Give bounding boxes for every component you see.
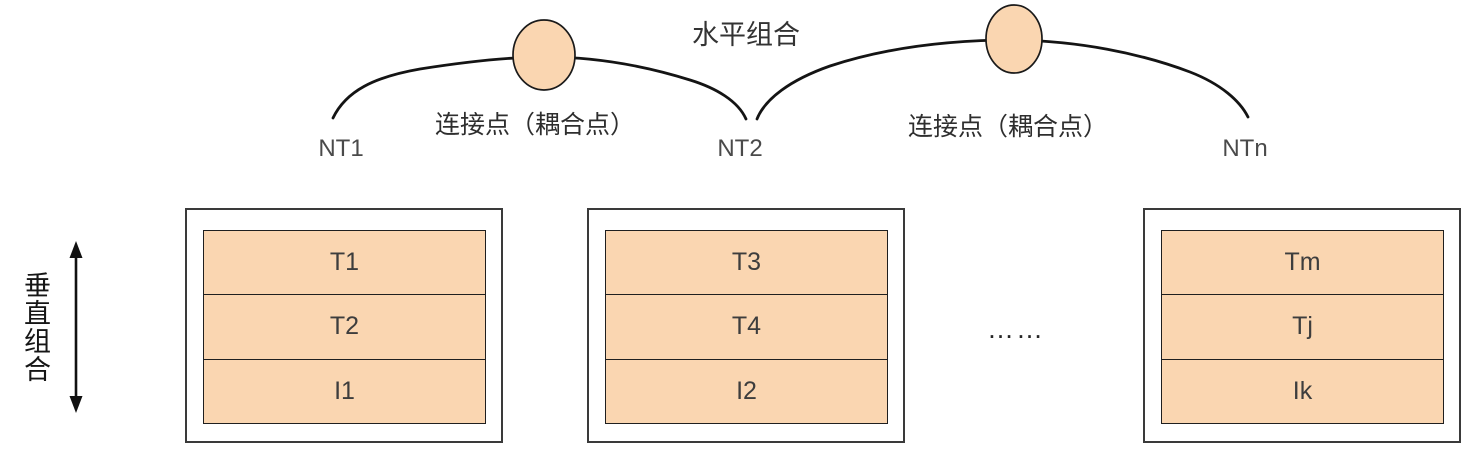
ellipsis-dots: …… [987,314,1045,344]
stack-inner-2: T3 T4 I2 [605,230,888,424]
stack-row: T4 [606,294,887,359]
stack-inner-1: T1 T2 I1 [203,230,486,424]
coupling-point-label-2: 连接点（耦合点） [907,113,1109,141]
horizontal-composition-title: 水平组合 [692,20,800,50]
coupling-point-circle-1 [512,19,576,91]
stack-box-2: T3 T4 I2 [587,208,905,443]
stack-row: Tm [1162,231,1443,295]
stack-box-1: T1 T2 I1 [185,208,503,443]
stack-box-3: Tm Tj Ik [1143,208,1461,443]
stack-inner-3: Tm Tj Ik [1161,230,1444,424]
node-label-nt2: NT2 [717,135,763,162]
node-label-ntn: NTn [1222,135,1268,162]
stack-row: I1 [204,358,485,423]
node-label-nt1: NT1 [318,135,364,162]
stack-row: Ik [1162,358,1443,423]
stack-row: T1 [204,231,485,295]
vertical-double-arrow [69,241,83,413]
vertical-composition-title: 垂直组合 [20,271,50,383]
arrowhead-up [69,241,83,258]
stack-row: T2 [204,294,485,359]
coupling-point-label-1: 连接点（耦合点） [434,111,636,139]
stack-row: Tj [1162,294,1443,359]
stack-row: I2 [606,358,887,423]
arrowhead-down [69,396,83,413]
coupling-point-circle-2 [985,4,1043,74]
stack-row: T3 [606,231,887,295]
